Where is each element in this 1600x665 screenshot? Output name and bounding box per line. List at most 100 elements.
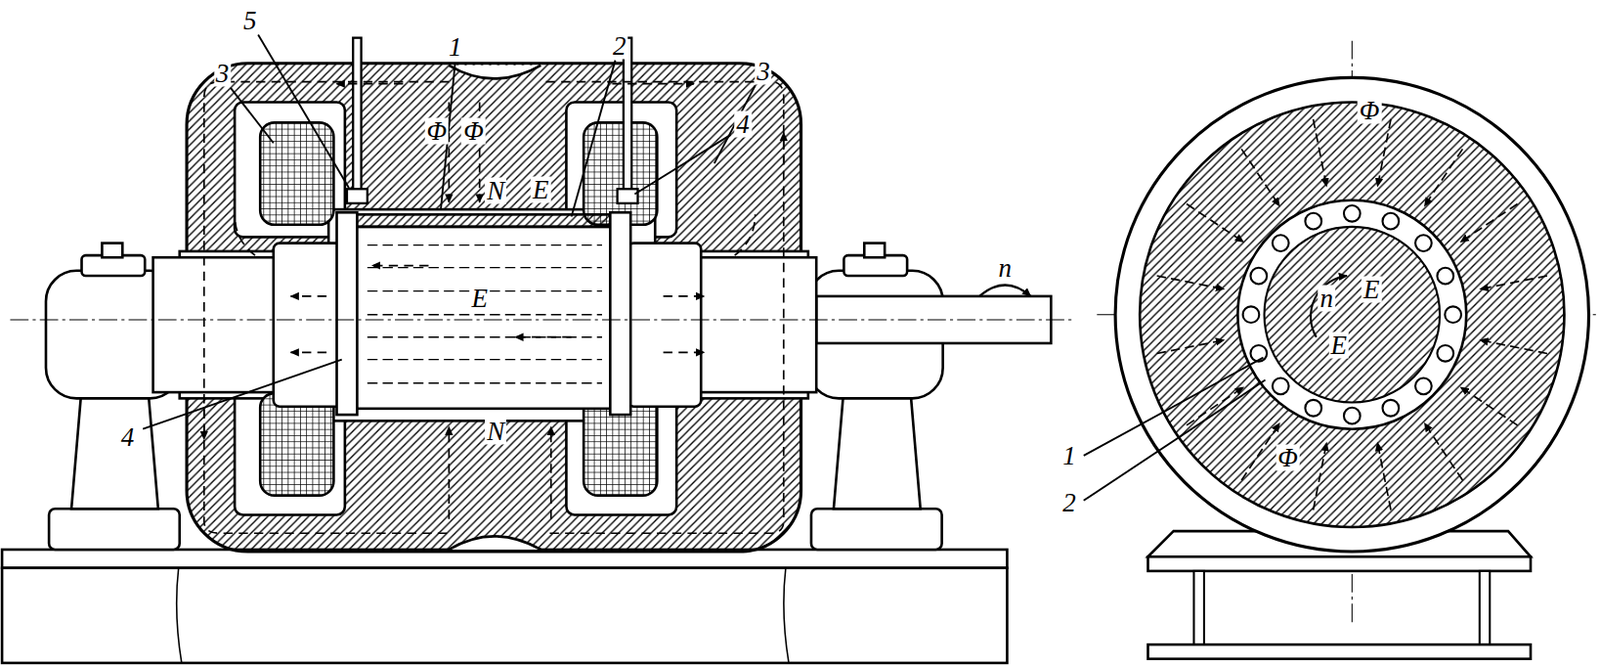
leader-line <box>714 86 756 164</box>
flux-arrow <box>1425 423 1464 480</box>
callout-number: 4 <box>734 111 752 138</box>
armature <box>351 214 615 227</box>
flux-line <box>546 82 784 534</box>
flux-arrow <box>1313 442 1328 511</box>
flux-symbol: Φ <box>461 117 486 144</box>
flux-arrow <box>1157 275 1225 290</box>
end-view <box>1479 570 1490 645</box>
field-coil <box>583 122 657 224</box>
end-view <box>1148 556 1532 571</box>
bearing-pedestal <box>48 508 180 550</box>
field-yoke <box>448 65 541 80</box>
armature <box>367 245 603 384</box>
armature <box>351 226 615 409</box>
flux-line <box>291 295 328 298</box>
end-view <box>1115 77 1589 552</box>
base-beam <box>1 549 1007 663</box>
leader-line <box>142 359 343 430</box>
conductor <box>1272 234 1290 252</box>
callout-number: 3 <box>754 58 773 86</box>
flux-arrow <box>1479 340 1548 354</box>
flux-arrow <box>1460 387 1517 426</box>
flux-arrow <box>1313 119 1328 187</box>
terminal <box>346 38 639 204</box>
emf-symbol: E <box>530 176 552 204</box>
leader-line <box>142 35 1265 501</box>
conductor <box>1250 267 1267 285</box>
pole-letter: N <box>484 417 507 444</box>
bearing-pedestal <box>71 388 159 509</box>
flux-line <box>515 336 571 339</box>
flux-arrow <box>1377 442 1391 511</box>
shaft <box>627 243 701 407</box>
field-coil <box>259 392 334 495</box>
speed-symbol: n <box>996 254 1015 281</box>
field-yoke <box>448 535 541 550</box>
flux-line <box>611 83 694 86</box>
end-view <box>1193 570 1204 645</box>
flux-line <box>203 408 206 439</box>
flux-symbol: Φ <box>425 117 450 144</box>
end-view <box>1237 200 1467 430</box>
flux-symbol: Φ <box>1275 443 1300 471</box>
field-coil <box>259 122 657 495</box>
rotation-arrow <box>1310 275 1347 338</box>
callout-number: 1 <box>1060 441 1079 469</box>
flux-line <box>663 295 705 298</box>
emf-symbol: E <box>1361 276 1383 303</box>
emf-symbol: E <box>1328 331 1349 358</box>
conductor <box>1444 305 1462 323</box>
conductor <box>1383 399 1400 417</box>
flux-arrow <box>1425 148 1464 206</box>
field-coil <box>259 122 334 224</box>
base-beam <box>176 567 789 663</box>
flux-arrow <box>1186 204 1244 243</box>
field-yoke <box>328 209 655 421</box>
bearing-pedestal <box>811 508 943 550</box>
emf-symbol: E <box>469 284 490 311</box>
leader-line <box>634 134 731 195</box>
bearing-pedestal <box>864 243 885 259</box>
bearing-pedestal <box>101 243 123 259</box>
flux-arrow <box>1460 204 1517 243</box>
flux-symbol: Φ <box>1357 96 1383 124</box>
conductor <box>1383 213 1400 230</box>
leader-line <box>230 87 274 143</box>
end-view-detail <box>1157 119 1548 511</box>
conductor <box>1343 205 1361 222</box>
terminal <box>346 188 368 204</box>
center-line <box>9 318 1072 320</box>
base-beam <box>1 567 1007 663</box>
conductor <box>1343 407 1361 425</box>
flux-arrow <box>1377 119 1391 187</box>
conductor <box>1436 267 1454 285</box>
callout-number: 5 <box>241 6 260 34</box>
armature <box>337 212 358 415</box>
terminal <box>623 38 632 192</box>
flux-line <box>550 427 553 519</box>
armature <box>337 212 632 415</box>
flux-line <box>782 132 785 164</box>
flux-line <box>448 427 451 519</box>
callout-number: 2 <box>1060 488 1079 516</box>
conductor <box>1415 377 1432 394</box>
end-view <box>1148 644 1532 659</box>
flux-arrow <box>1479 275 1548 290</box>
flux-line <box>234 214 256 256</box>
callout-number: 3 <box>214 60 232 87</box>
callout-number: 1 <box>446 34 465 61</box>
flux-arrow <box>1241 423 1280 480</box>
leader-line <box>258 35 349 189</box>
flux-arrow <box>1241 148 1280 206</box>
terminal <box>617 188 639 204</box>
conductor <box>1436 345 1454 362</box>
conductor <box>1304 399 1322 417</box>
end-view <box>1264 226 1441 403</box>
conductor <box>1272 377 1290 394</box>
flux-line <box>663 351 705 354</box>
end-view <box>1139 101 1564 527</box>
flux-line <box>735 214 756 256</box>
conductor <box>1415 234 1432 252</box>
bearing-pedestal <box>833 388 921 509</box>
